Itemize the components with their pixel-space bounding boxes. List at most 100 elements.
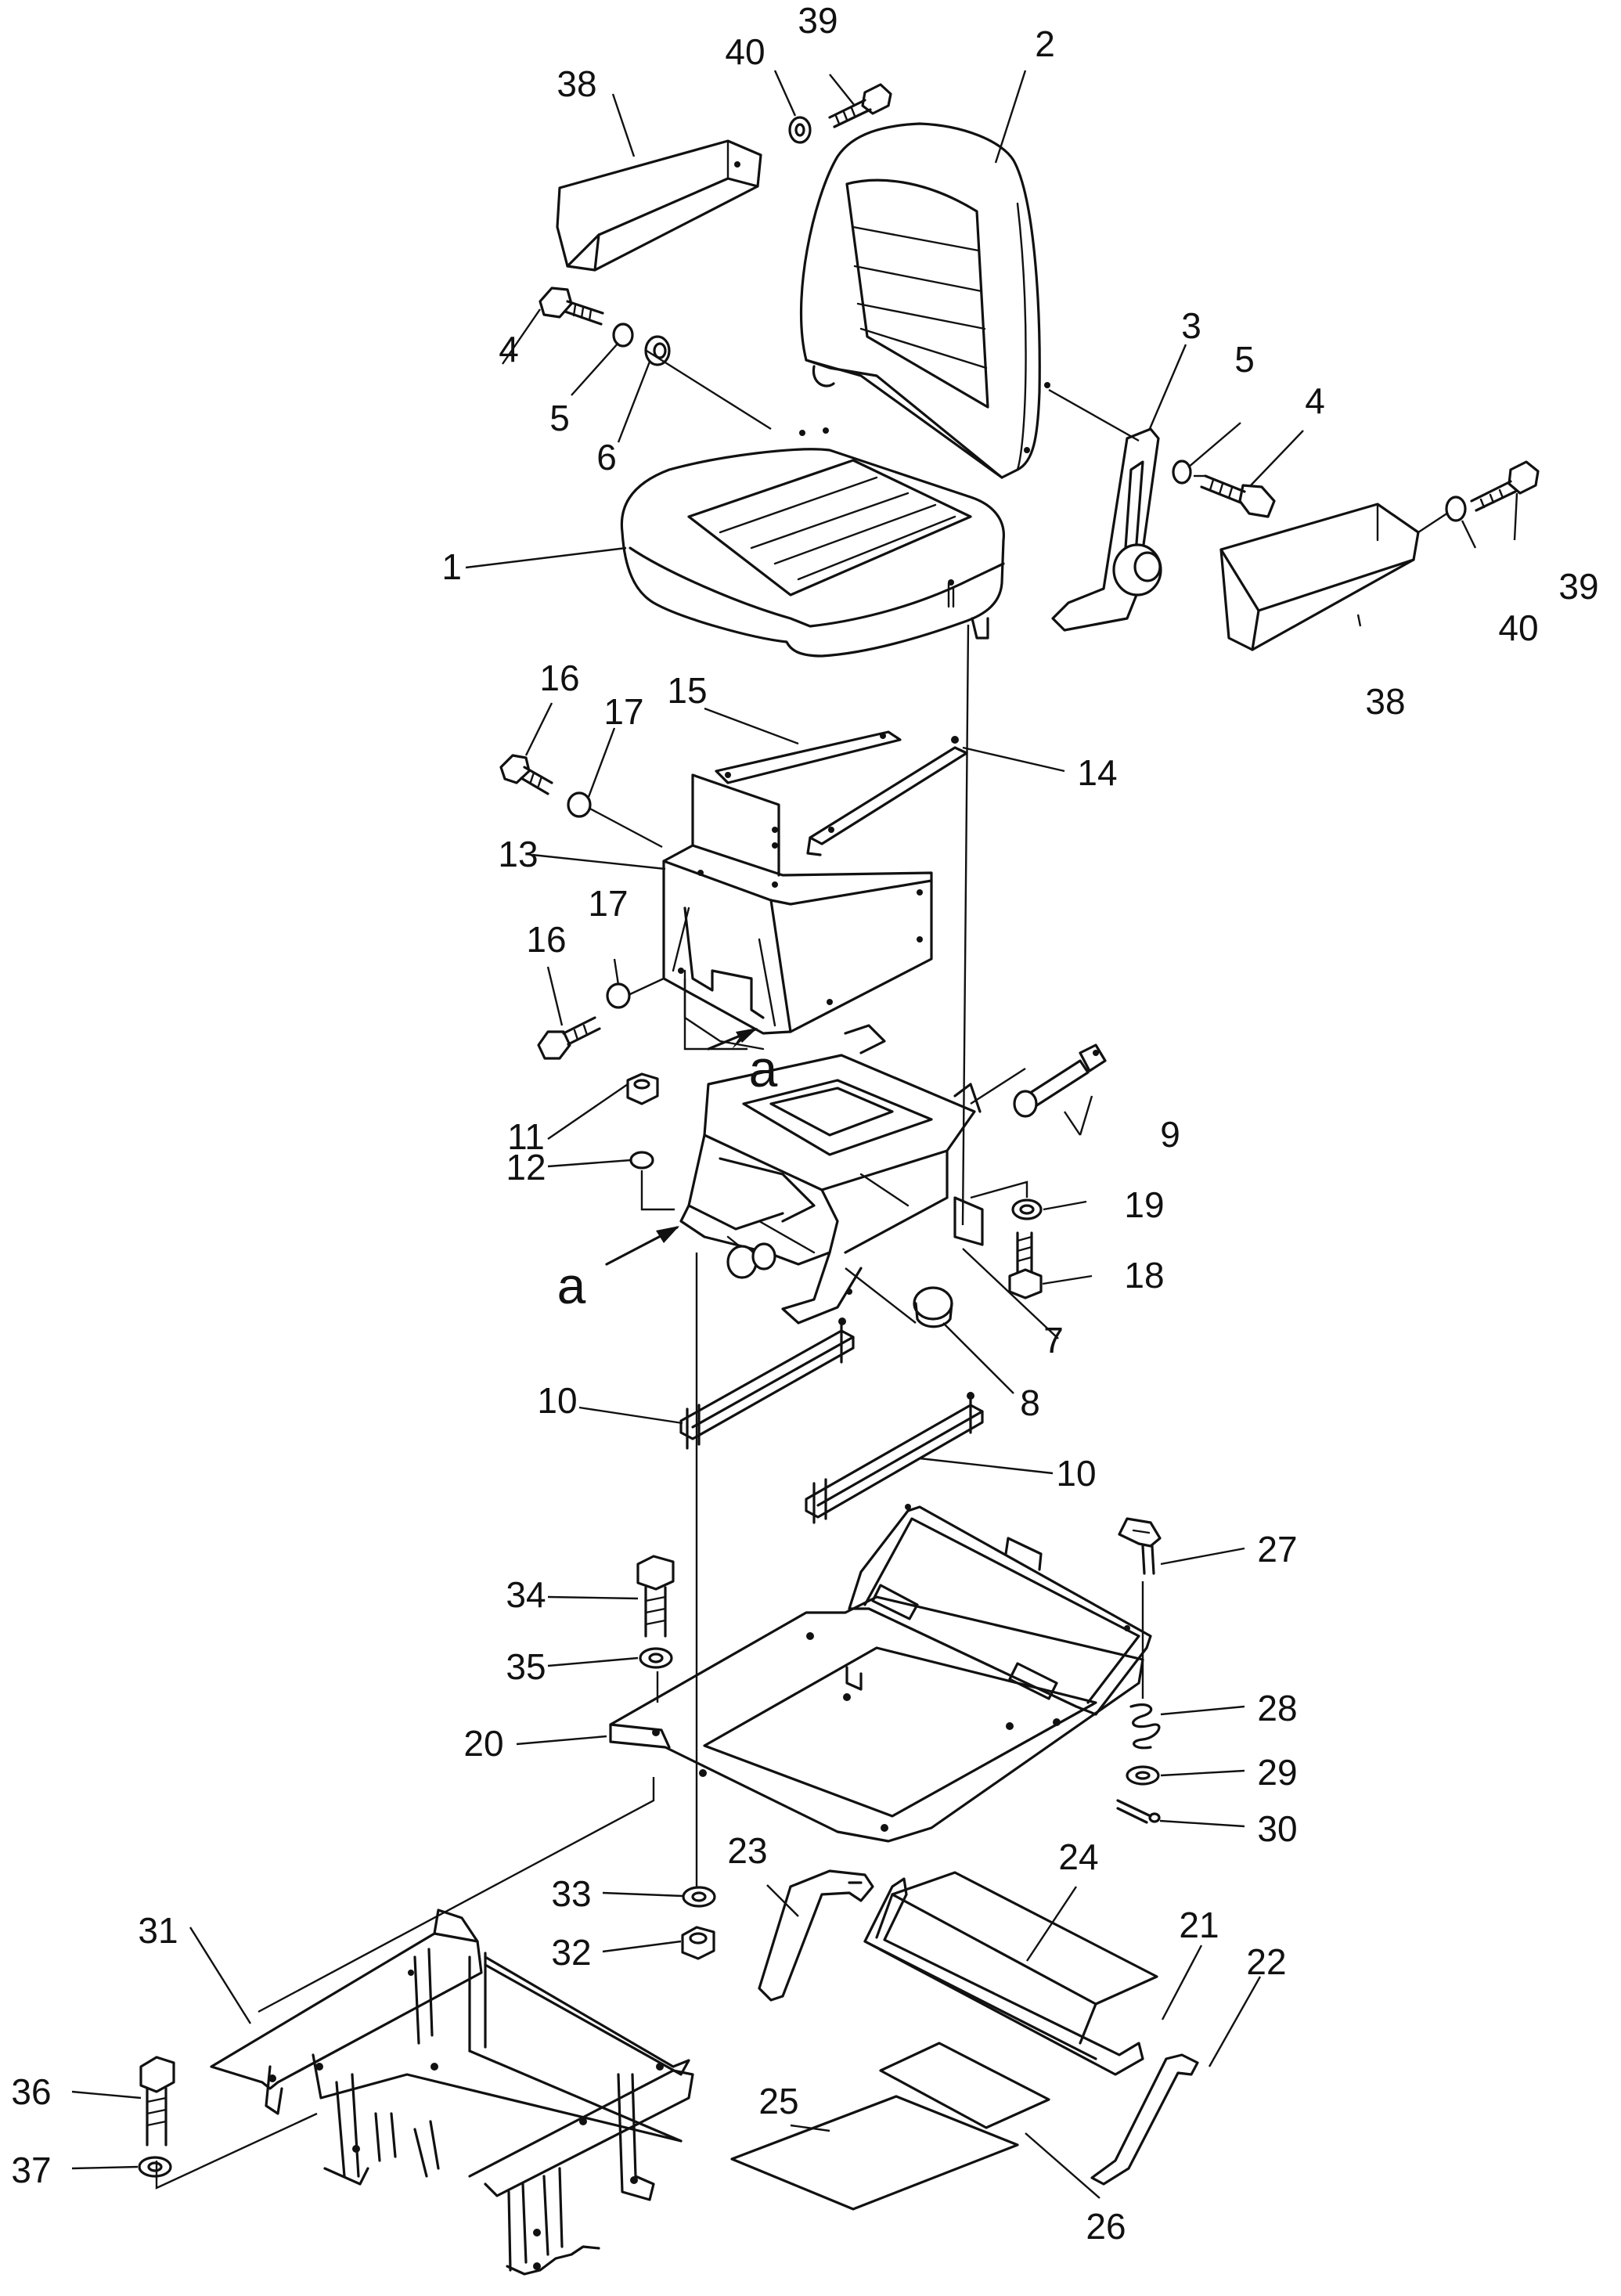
- callout-6: 6: [596, 437, 617, 478]
- plate-26: [879, 2042, 1050, 2129]
- bracket-22: [1090, 2053, 1199, 2186]
- seat-rail-14: [806, 736, 968, 856]
- bolt-39-right: [1470, 460, 1540, 512]
- leader-lines: [71, 70, 1518, 2199]
- washer-17-lower: [606, 982, 631, 1009]
- bushing-6: [644, 335, 671, 366]
- callout-29: 29: [1257, 1752, 1297, 1793]
- callout-24: 24: [1058, 1836, 1098, 1877]
- bracket-23: [758, 1869, 874, 2002]
- tray-24: [875, 1871, 1158, 2045]
- slide-rail-left: [679, 1317, 855, 1450]
- pin-30: [1116, 1799, 1161, 1824]
- callout-3: 3: [1181, 305, 1201, 346]
- callout-39-right: 39: [1558, 566, 1598, 607]
- callout-25: 25: [758, 2081, 798, 2121]
- callout-38-right: 38: [1365, 681, 1405, 722]
- callout-1: 1: [441, 546, 462, 587]
- washer-29: [1126, 1765, 1160, 1786]
- callout-20: 20: [463, 1723, 503, 1764]
- callout-labels: 1 2 3 4 4 5 5 6 7 8 9 10 10 11 12 13 14 …: [11, 0, 1598, 2247]
- view-arrow-a-lower: [605, 1226, 679, 1266]
- view-label-a-lower: a: [557, 1256, 586, 1314]
- callout-21: 21: [1179, 1905, 1219, 1945]
- washer-12: [629, 1151, 654, 1170]
- callout-5-left: 5: [549, 398, 570, 438]
- bolt-16-upper: [499, 754, 553, 795]
- callout-19: 19: [1124, 1184, 1164, 1225]
- latch-handle-27: [1118, 1517, 1162, 1575]
- callout-28: 28: [1257, 1688, 1297, 1728]
- armrest-right: [1219, 503, 1420, 651]
- callout-31: 31: [138, 1910, 178, 1951]
- callout-33: 33: [551, 1873, 591, 1914]
- spring-28: [1129, 1703, 1161, 1750]
- nut-11: [626, 1072, 659, 1105]
- callout-10-right: 10: [1056, 1453, 1096, 1494]
- bolt-18: [1008, 1231, 1043, 1299]
- callout-7: 7: [1043, 1320, 1064, 1361]
- callout-26: 26: [1086, 2206, 1126, 2247]
- recliner-bracket: [1051, 427, 1162, 632]
- callout-11: 11: [507, 1116, 545, 1157]
- washer-19: [1011, 1198, 1043, 1220]
- bolt-39-top: [828, 83, 892, 128]
- slide-rail-right: [805, 1392, 984, 1524]
- callout-2: 2: [1035, 23, 1055, 64]
- bolt-4-left: [539, 287, 604, 326]
- seat-cushion: [620, 427, 1005, 658]
- callout-27: 27: [1257, 1529, 1297, 1570]
- washer-5-left: [612, 323, 634, 348]
- callout-32: 32: [551, 1932, 591, 1973]
- callout-16-lower: 16: [526, 919, 566, 960]
- callout-16-upper: 16: [539, 658, 579, 698]
- seat-rail-15: [715, 730, 902, 784]
- callout-35: 35: [506, 1646, 546, 1687]
- seat-back: [799, 122, 1050, 479]
- washer-5-right: [1172, 460, 1192, 485]
- frame-31: [210, 1909, 694, 2276]
- callout-22: 22: [1246, 1941, 1286, 1982]
- callout-15: 15: [667, 670, 707, 711]
- callout-39-top: 39: [798, 0, 838, 41]
- bolt-36: [139, 2056, 175, 2146]
- callout-23: 23: [727, 1830, 767, 1871]
- callout-34: 34: [506, 1574, 546, 1615]
- washer-37: [138, 2156, 172, 2178]
- bolt-4-right: [1200, 474, 1276, 518]
- armrest-left: [556, 139, 762, 272]
- callout-14: 14: [1077, 752, 1117, 793]
- callout-17-upper: 17: [603, 691, 643, 732]
- callout-38-left: 38: [557, 63, 596, 104]
- callout-37: 37: [11, 2150, 51, 2190]
- callout-9: 9: [1160, 1114, 1180, 1155]
- washer-35: [639, 1647, 673, 1669]
- bolt-34: [636, 1555, 675, 1638]
- alignment-lines: [155, 349, 1449, 2190]
- suspension-unit: [679, 1024, 984, 1325]
- callout-18: 18: [1124, 1255, 1164, 1296]
- seat-box: [662, 773, 933, 1051]
- callout-40-top: 40: [725, 31, 765, 72]
- view-arrow-a-upper: [707, 1028, 758, 1051]
- callout-36: 36: [11, 2071, 51, 2112]
- storage-box-lid: [848, 1504, 1152, 1716]
- callout-4-left: 4: [499, 329, 519, 369]
- callout-4-right: 4: [1305, 380, 1325, 421]
- callout-10-left: 10: [537, 1380, 577, 1421]
- washer-40-right: [1445, 496, 1467, 522]
- washer-40-top: [788, 116, 812, 144]
- mat-25: [730, 2095, 1019, 2211]
- knob-8: [913, 1286, 953, 1328]
- callout-5-right: 5: [1234, 339, 1255, 380]
- shock-absorber-9: [1013, 1043, 1107, 1118]
- washer-33: [682, 1886, 716, 1908]
- bolt-16-lower: [537, 1016, 601, 1060]
- nut-32: [681, 1926, 715, 1960]
- view-label-a-upper: a: [749, 1040, 778, 1098]
- callout-30: 30: [1257, 1808, 1297, 1849]
- callout-17-lower: 17: [588, 883, 628, 924]
- washer-17-upper: [567, 791, 592, 818]
- callout-12: 12: [506, 1147, 546, 1188]
